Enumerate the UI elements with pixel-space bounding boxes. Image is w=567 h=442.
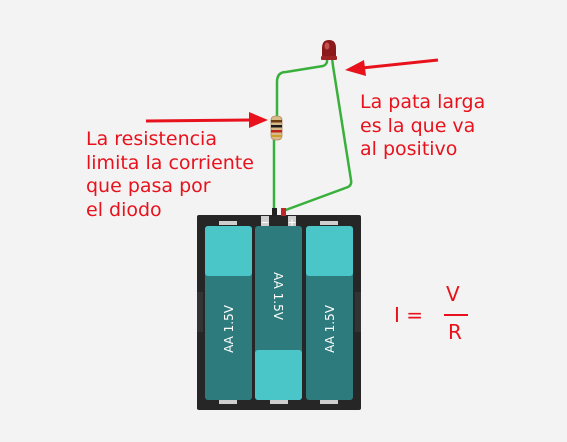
holder-contact [219,221,237,225]
wire-resistor-to-led [275,58,329,116]
terminal-positive-label: + [287,216,296,229]
note-line: es la que va [360,114,476,137]
pin-positive [281,208,286,216]
note-line: el diodo [86,198,162,221]
resistor [270,115,283,141]
battery-cell-2 [255,226,302,400]
holder-contact [320,221,338,225]
formula-numerator: V [446,282,460,306]
pin-negative [272,208,277,216]
formula-lhs: I = [394,303,424,327]
holder-contact [320,400,338,404]
formula-fraction-bar [444,314,468,316]
note-line: limita la corriente [86,151,254,174]
cell-label: AA 1.5V [323,304,337,353]
note-line: La pata larga [360,91,486,113]
holder-clip [355,292,361,332]
cell-label: AA 1.5V [271,272,285,321]
holder-contact [219,400,237,404]
battery-cell-3 [306,226,353,400]
resistor-note: La resistencia limita la corriente que p… [86,128,254,222]
formula-denominator: R [448,320,462,344]
terminal-positive [288,216,296,226]
holder-clip [197,292,203,332]
led-polarity-note: La pata larga es la que va al positivo [360,91,485,162]
terminal-negative-label: − [260,216,269,229]
battery-cell-1 [205,226,252,400]
arrow-to-led [345,58,439,76]
note-line: La resistencia [86,128,217,150]
wire-positive [282,57,353,213]
holder-contact [270,400,288,404]
cell-label: AA 1.5V [222,304,236,353]
note-line: que pasa por [86,175,211,197]
note-line: al positivo [360,138,458,160]
terminal-negative [261,216,269,226]
led [321,40,337,60]
arrow-to-resistor [145,112,268,128]
